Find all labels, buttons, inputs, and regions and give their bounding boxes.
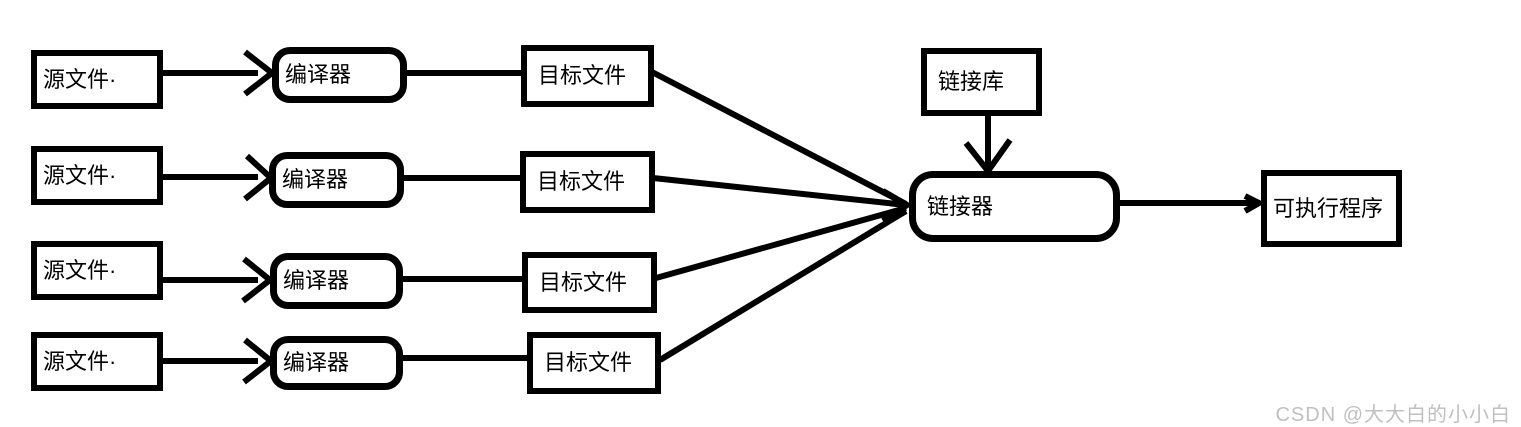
compiler-box-2: 编译器	[269, 152, 404, 208]
linker-box: 链接器	[909, 171, 1120, 242]
source-file-label: 源文件·	[43, 348, 117, 374]
edge-object1-to-linker	[650, 69, 908, 207]
source-file-box-4: 源文件·	[31, 332, 163, 391]
arrowhead-executable	[1243, 193, 1266, 214]
csdn-watermark: CSDN @大大白的小小白	[1275, 404, 1511, 426]
source-file-box-3: 源文件·	[31, 241, 163, 300]
object-file-box-2: 目标文件	[520, 151, 655, 213]
object-file-box-4: 目标文件	[527, 332, 661, 394]
compiler-box-3: 编译器	[270, 253, 403, 309]
executable-box: 可执行程序	[1261, 170, 1402, 247]
executable-label: 可执行程序	[1273, 195, 1384, 221]
compiler-label: 编译器	[282, 167, 349, 192]
compiler-label: 编译器	[283, 350, 350, 375]
compiler-label: 编译器	[285, 62, 352, 87]
linker-label: 链接器	[927, 193, 994, 219]
compiler-label: 编译器	[283, 268, 350, 293]
source-file-label: 源文件·	[43, 257, 117, 283]
source-file-label: 源文件·	[43, 162, 117, 188]
source-file-label: 源文件·	[43, 66, 117, 92]
source-file-box-2: 源文件·	[31, 146, 163, 205]
edge-object2-to-linker	[652, 175, 907, 208]
edge-object4-to-linker	[658, 208, 908, 363]
source-file-box-1: 源文件·	[31, 50, 163, 109]
arrowhead-linker-left	[881, 188, 913, 224]
object-file-label: 目标文件	[539, 269, 628, 295]
compiler-box-1: 编译器	[272, 47, 407, 103]
object-file-label: 目标文件	[538, 63, 627, 88]
object-file-box-1: 目标文件	[521, 45, 654, 107]
object-file-box-3: 目标文件	[522, 252, 657, 313]
compiler-box-4: 编译器	[270, 336, 403, 390]
library-box: 链接库	[921, 48, 1042, 116]
object-file-label: 目标文件	[544, 350, 633, 375]
library-label: 链接库	[938, 69, 1005, 94]
edge-object3-to-linker	[655, 205, 907, 281]
object-file-label: 目标文件	[537, 169, 626, 194]
